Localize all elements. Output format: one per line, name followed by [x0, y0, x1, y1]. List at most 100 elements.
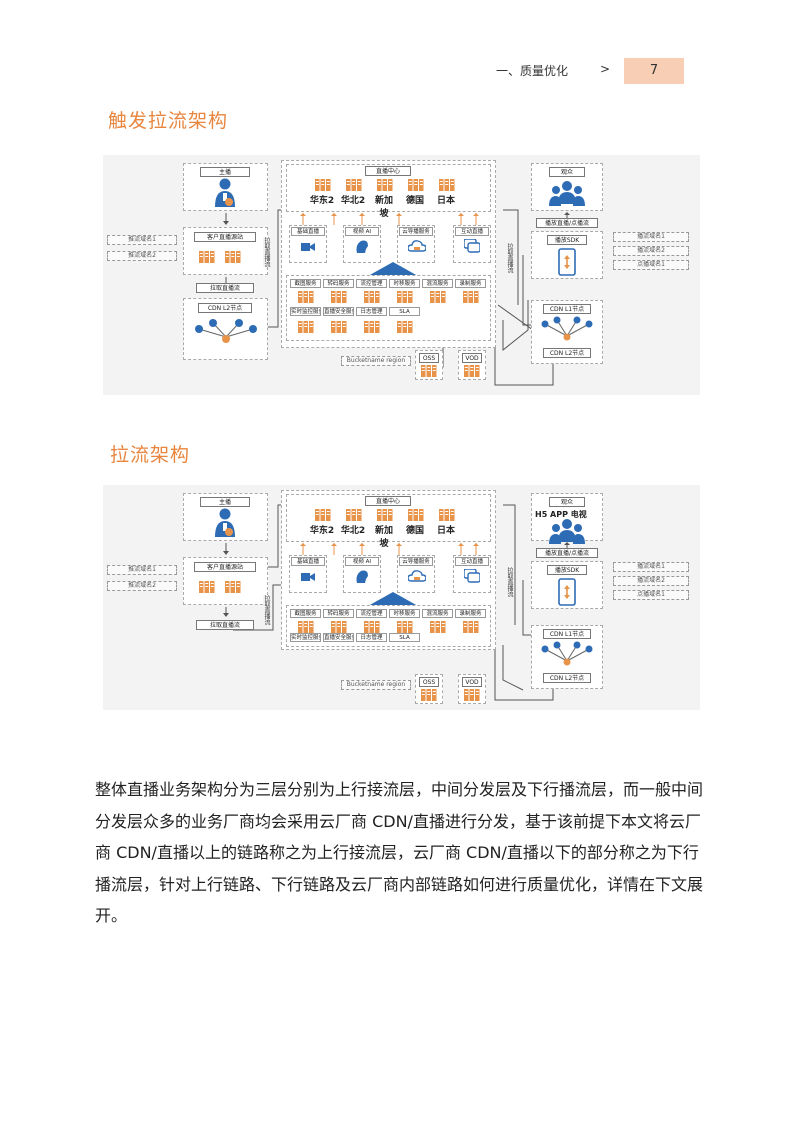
- sync-arrow-icon: [473, 213, 479, 225]
- region-label: 华东2: [309, 526, 335, 536]
- cdn-nodes-icon: [195, 319, 257, 343]
- server-icon: [408, 179, 424, 191]
- cloud-icon: [408, 240, 426, 252]
- sync-arrow-icon: [300, 543, 306, 555]
- anchor-person-icon: [215, 178, 235, 207]
- play-domain-1: 播流域名1: [613, 562, 689, 572]
- region-label: 德国: [405, 526, 424, 536]
- server-icon: [463, 621, 479, 633]
- server-icon: [298, 621, 314, 633]
- pull-label-left: 拉取直播流: [263, 595, 270, 625]
- server-icon: [315, 179, 331, 191]
- sync-arrow-icon: [359, 543, 365, 555]
- capability-label: 云导播服务: [399, 557, 433, 566]
- ai-head-icon: [356, 570, 368, 583]
- anchor-label: 主播: [200, 497, 250, 507]
- pull-stream-label: 拉取直播流: [196, 620, 254, 630]
- region-label: 华北2: [340, 196, 366, 206]
- sdk-label: 播放SDK: [547, 235, 587, 245]
- pull-label-right: 拉取直播流: [506, 567, 513, 597]
- service-label: 时移服务: [389, 609, 420, 618]
- sync-arrow-icon: [458, 543, 464, 555]
- sync-arrow-icon: [359, 213, 365, 225]
- sync-arrow-icon: [331, 543, 337, 555]
- service-label: 转码服务: [323, 279, 354, 288]
- service-label: SLA: [389, 307, 420, 316]
- play-domain-3: 点播域名1: [613, 260, 689, 270]
- video-camera-icon: [301, 573, 315, 581]
- section-title-trigger-pull: 触发拉流架构: [108, 110, 229, 132]
- body-paragraph: 整体直播业务架构分为三层分别为上行接流层，中间分发层及下行播流层，而一般中间 分…: [95, 774, 705, 932]
- service-label: 截图服务: [290, 279, 321, 288]
- service-label: SLA: [389, 633, 420, 642]
- service-label: 录制服务: [455, 609, 486, 618]
- server-icon: [331, 621, 347, 633]
- sync-arrow-icon: [458, 213, 464, 225]
- service-label: 流控管理: [356, 279, 387, 288]
- section-title-pull: 拉流架构: [110, 444, 191, 466]
- chat-bubble-icon: [464, 569, 480, 583]
- cloud-icon: [408, 570, 426, 582]
- server-icon: [225, 251, 241, 263]
- bucket-label: Bucketname region: [341, 356, 411, 366]
- server-icon: [421, 365, 437, 377]
- paragraph-line: 播流层，针对上行链路、下行链路及云厂商内部链路如何进行质量优化，详情在下文展: [95, 874, 704, 894]
- paragraph-line: 商 CDN/直播以上的链路称之为上行接流层，云厂商 CDN/直播以下的部分称之为…: [95, 843, 699, 862]
- viewer-label: 观众: [549, 497, 585, 507]
- sync-arrow-icon: [396, 543, 402, 555]
- region-label: 日本: [436, 196, 455, 206]
- server-icon: [408, 509, 424, 521]
- capability-label: 视频 AI: [345, 227, 379, 236]
- paragraph-line: 分发层众多的业务厂商均会采用云厂商 CDN/直播进行分发，基于该前提下本文将云厂: [95, 811, 701, 831]
- pull-label-right: 拉取直播流: [506, 243, 513, 273]
- capability-label: 视频 AI: [345, 557, 379, 566]
- server-icon: [346, 179, 362, 191]
- push-domain-1: 推流域名1: [107, 565, 177, 575]
- sync-arrow-icon: [300, 213, 306, 225]
- bucket-label: Bucketname region: [341, 680, 411, 690]
- oss-label: OSS: [419, 677, 439, 687]
- vod-label: VOD: [462, 677, 482, 687]
- server-icon: [397, 621, 413, 633]
- pull-label-left: 拉取直播流: [263, 237, 270, 267]
- server-icon: [364, 621, 380, 633]
- chapter-header: 一、质量优化: [496, 64, 569, 78]
- server-icon: [439, 179, 455, 191]
- cdn-mesh-icon: [541, 316, 593, 341]
- viewer-label: 观众: [549, 167, 585, 177]
- capability-label: 云导播服务: [399, 227, 433, 236]
- paragraph-line: 开。: [95, 906, 128, 925]
- server-icon: [430, 291, 446, 303]
- server-icon: [298, 321, 314, 333]
- server-icon: [421, 689, 437, 701]
- vod-label: VOD: [462, 353, 482, 363]
- push-domain-2: 推流域名2: [107, 251, 177, 261]
- service-label: 混流服务: [422, 609, 453, 618]
- service-label: 直播安全服务: [323, 307, 354, 316]
- server-icon: [463, 291, 479, 303]
- server-icon: [377, 179, 393, 191]
- sdk-label: 播放SDK: [547, 565, 587, 575]
- server-icon: [397, 291, 413, 303]
- big-up-arrow-icon: [368, 592, 418, 606]
- service-label: 流控管理: [356, 609, 387, 618]
- viewers-group-icon: [549, 519, 585, 544]
- big-up-arrow-icon: [368, 262, 418, 276]
- server-icon: [346, 509, 362, 521]
- region-label: 日本: [436, 526, 455, 536]
- pull-stream-label: 拉取直播流: [196, 283, 254, 293]
- push-domain-2: 推流域名2: [107, 581, 177, 591]
- server-icon: [331, 291, 347, 303]
- server-icon: [377, 509, 393, 521]
- service-label: 日志管理: [356, 633, 387, 642]
- arrow-down-icon: [223, 607, 229, 617]
- play-stream-label: 播放直播/点播流: [536, 548, 598, 558]
- arrow-down-icon: [223, 543, 229, 555]
- server-icon: [464, 365, 480, 377]
- l2-node-label: CDN L2节点: [198, 303, 252, 313]
- ai-head-icon: [356, 240, 368, 253]
- anchor-label: 主播: [200, 167, 250, 177]
- server-icon: [364, 291, 380, 303]
- cdn-mesh-icon: [541, 641, 593, 666]
- server-icon: [439, 509, 455, 521]
